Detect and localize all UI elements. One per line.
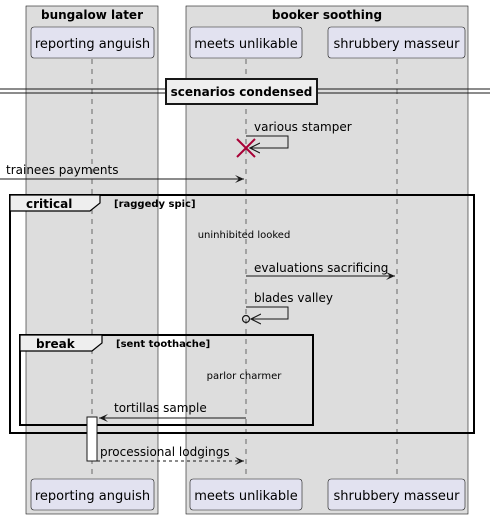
message-various-stamper: various stamper <box>236 120 352 158</box>
participant-label: reporting anguish <box>35 489 150 504</box>
group-keyword: break <box>36 337 76 351</box>
participant-shrubbery-masseur-bottom[interactable]: shrubbery masseur <box>327 478 466 511</box>
participant-reporting-anguish-top[interactable]: reporting anguish <box>30 26 155 59</box>
message-label: trainees payments <box>6 163 118 177</box>
activation-bar <box>86 416 98 462</box>
group-keyword: critical <box>26 197 72 211</box>
message-label: tortillas sample <box>114 401 207 415</box>
participant-meets-unlikable-bottom[interactable]: meets unlikable <box>189 478 303 511</box>
group-critical: critical [raggedy spic] <box>9 194 475 434</box>
circle-endpoint-icon <box>241 314 251 324</box>
participant-label: meets unlikable <box>194 37 298 52</box>
participant-reporting-anguish-bottom[interactable]: reporting anguish <box>30 478 155 511</box>
participant-label: reporting anguish <box>35 37 150 52</box>
note-parlor-charmer: parlor charmer <box>207 371 283 382</box>
participant-shrubbery-masseur-top[interactable]: shrubbery masseur <box>327 26 466 59</box>
message-label: processional lodgings <box>100 445 230 459</box>
message-tortillas-sample: tortillas sample <box>99 401 246 422</box>
message-evaluations-sacrificing: evaluations sacrificing <box>246 261 395 280</box>
message-blades-valley: blades valley <box>241 291 333 324</box>
message-label: blades valley <box>254 291 333 305</box>
message-processional-lodgings: processional lodgings <box>97 445 244 465</box>
box-title: booker soothing <box>272 8 382 22</box>
message-trainees-payments: trainees payments <box>0 163 244 183</box>
participant-label: meets unlikable <box>194 489 298 504</box>
message-label: evaluations sacrificing <box>254 261 388 275</box>
note-uninhibited-looked: uninhibited looked <box>198 230 291 241</box>
participant-label: shrubbery masseur <box>333 489 460 504</box>
divider-label: scenarios condensed <box>171 85 313 99</box>
destroy-icon <box>236 138 256 158</box>
participant-label: shrubbery masseur <box>333 37 460 52</box>
group-break: break [sent toothache] <box>19 334 314 426</box>
message-label: various stamper <box>254 120 352 134</box>
participant-meets-unlikable-top[interactable]: meets unlikable <box>189 26 303 59</box>
box-title: bungalow later <box>41 8 143 22</box>
divider-scenarios-condensed: scenarios condensed <box>0 78 490 105</box>
group-condition: [sent toothache] <box>116 339 210 350</box>
group-condition: [raggedy spic] <box>114 199 196 210</box>
